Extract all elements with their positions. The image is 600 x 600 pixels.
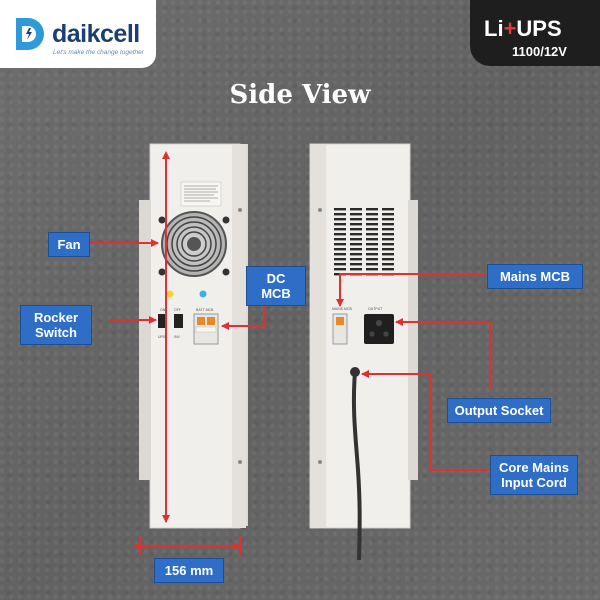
switch-label-on: ON [160,308,166,312]
vent-slot [350,238,362,241]
vent-slot [334,208,346,211]
product-badge: Li+UPS 1100/12V [470,0,600,66]
vent-slot [366,258,378,261]
vent-slot [350,228,362,231]
vent-slot [366,248,378,251]
output-socket-callout: Output Socket [447,398,551,423]
vent-slot [366,253,378,256]
switch-label-off: OFF [174,308,181,312]
rocker-switch-2[interactable] [174,314,183,328]
mains-mcb[interactable] [332,313,348,345]
vent-slot [382,223,394,226]
vent-slot [334,233,346,236]
vent-slot [334,258,346,261]
vent-slot [350,218,362,221]
switch-label-inv: INV [174,335,181,339]
vent-slot [334,268,346,271]
vent-slot [350,268,362,271]
mains-input-cord [350,367,362,561]
callout-arrows [88,239,492,471]
vent-slot [382,263,394,266]
vent-slot [366,223,378,226]
vent-slot [350,233,362,236]
vent-slot [366,213,378,216]
vent-slot [350,213,362,216]
mains-mcb-label: MAINS MCB [332,307,353,311]
switch-label-ups: UPS [158,335,166,339]
vent-slot [382,238,394,241]
vent-slot [334,253,346,256]
brand-tagline: Let's make the change together [53,49,144,56]
product-title: Li+UPS [484,16,562,41]
vent-slot [382,213,394,216]
vent-slot [382,233,394,236]
vent-slot [366,263,378,266]
vent-slot [334,263,346,266]
vent-slot [334,213,346,216]
page-title: Side View [229,80,371,110]
mains-mcb-callout: Mains MCB [487,264,583,289]
indicator-led-blue [199,290,207,298]
vent-slot [350,263,362,266]
vent-slot [382,218,394,221]
vent-slot [350,258,362,261]
indicator-led-yellow [166,290,174,298]
vent-slot [350,243,362,246]
vent-slot [366,218,378,221]
vent-slot [366,243,378,246]
vent-slot [366,238,378,241]
left-device: ON OFF UPS INV BATT MCB [139,143,248,529]
vent-slot [334,238,346,241]
vent-slot [366,268,378,271]
product-model: 1100/12V [512,44,567,59]
vent-slot [350,253,362,256]
vent-slot [334,218,346,221]
vent-slot [350,223,362,226]
vent-slot [334,243,346,246]
vent-slot [334,228,346,231]
dc-mcb[interactable] [193,313,219,345]
output-socket[interactable] [364,314,394,344]
vent-slot [334,223,346,226]
vent-slot [382,208,394,211]
batt-mcb-label: BATT MCB [196,308,214,312]
vent-slot [382,243,394,246]
vent-slot [334,248,346,251]
vent-slot [382,248,394,251]
vent-slot [366,233,378,236]
vent-slot [350,208,362,211]
vent-slot [350,248,362,251]
vent-slot [382,268,394,271]
width-callout: 156 mm [154,558,224,583]
vent-slot [382,228,394,231]
fan-callout: Fan [48,232,90,257]
dc-mcb-callout: DC MCB [246,266,306,306]
vent-slot [366,228,378,231]
vent-slot [366,208,378,211]
socket-label: OUTPUT [368,307,383,311]
vent-slot [382,258,394,261]
brand-name: daikcell [52,20,140,48]
right-device: MAINS MCB OUTPUT [309,143,418,561]
daikcell-logo-icon [16,18,44,50]
brand-logo: daikcell Let's make the change together [0,0,156,68]
spec-sticker [180,181,222,207]
vent-slot [382,253,394,256]
